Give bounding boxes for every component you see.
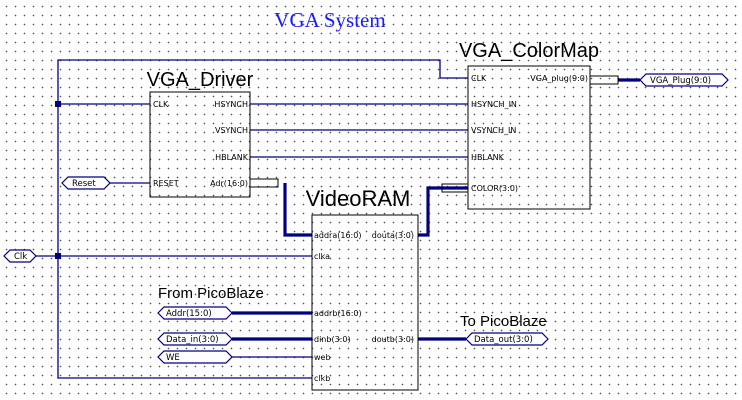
vga-plug-port-label: VGA_Plug(9:0) xyxy=(650,76,711,86)
vga-colormap-title: VGA_ColorMap xyxy=(459,40,599,62)
diagram-title: VGA System xyxy=(274,8,385,32)
videoram-pin-dinb: dinb(3:0) xyxy=(314,335,351,344)
driver-pin-vsynch: VSYNCH xyxy=(215,126,248,135)
vga-driver-title: VGA_Driver xyxy=(147,69,254,91)
driver-pin-adr: Adr(16:0) xyxy=(210,179,248,188)
videoram-title: VideoRAM xyxy=(306,186,411,211)
driver-pin-reset: RESET xyxy=(153,179,179,188)
reset-port-shape xyxy=(61,176,111,190)
clk-port-label: Clk xyxy=(14,252,27,262)
videoram-block xyxy=(311,214,419,391)
colormap-pin-vga-plug: VGA_plug(9:0) xyxy=(530,74,588,83)
data-out-port-label: Data_out(3:0) xyxy=(474,335,533,345)
color-pin-stub xyxy=(441,183,469,193)
addr-port-shape xyxy=(157,306,233,320)
videoram-pin-clkb: clkb xyxy=(314,374,330,383)
junction-clk-main xyxy=(55,253,61,259)
driver-pin-hblank: HBLANK xyxy=(215,153,249,162)
vga-plug-pin-stub xyxy=(589,75,619,85)
colormap-pin-hblank: HBLANK xyxy=(471,153,505,162)
colormap-pin-clk: CLK xyxy=(471,74,487,83)
driver-pin-clk: CLK xyxy=(153,100,169,109)
we-port-shape xyxy=(157,350,233,364)
block-outlines xyxy=(149,65,591,391)
colormap-pin-vsynch-in: VSYNCH_IN xyxy=(471,126,516,135)
driver-pin-hsynch: HSYNCH xyxy=(214,100,248,109)
vga-driver-block xyxy=(149,91,251,198)
videoram-pin-addrb: addrb(16:0) xyxy=(314,309,362,318)
junction-clk-driver xyxy=(55,101,61,107)
vga-plug-port-shape xyxy=(639,73,729,87)
we-port-label: WE xyxy=(166,353,180,363)
addr-port-label: Addr(15:0) xyxy=(166,309,212,319)
data-out-port-shape xyxy=(465,332,549,346)
videoram-pin-doutb: doutb(3:0) xyxy=(372,335,414,344)
adr-bus xyxy=(283,183,312,237)
vga-colormap-block xyxy=(467,65,591,210)
clk-wire-top xyxy=(57,59,468,256)
data-in-port-label: Data_in(3:0) xyxy=(166,335,219,345)
colormap-pin-color: COLOR(3:0) xyxy=(471,184,518,193)
clk-wire-clkb xyxy=(57,256,312,379)
io-port-shapes xyxy=(3,73,729,364)
videoram-pin-addra: addra(16:0) xyxy=(314,231,361,240)
videoram-pin-clka: clka xyxy=(314,252,330,261)
bus-wires xyxy=(232,78,640,341)
wire-junctions xyxy=(55,101,61,259)
clk-port-shape xyxy=(3,249,37,263)
colormap-pin-hsynch-in: HSYNCH_IN xyxy=(471,100,517,109)
adr-pin-stub xyxy=(249,178,279,188)
to-picoblaze-label: To PicoBlaze xyxy=(460,313,547,330)
douta-color-bus xyxy=(418,186,468,237)
reset-port-label: Reset xyxy=(72,179,96,189)
data-in-port-shape xyxy=(157,332,233,346)
videoram-pin-douta: douta(3:0) xyxy=(372,231,414,240)
bus-pin-stubs xyxy=(249,75,619,193)
from-picoblaze-label: From PicoBlaze xyxy=(158,285,264,302)
thin-wires xyxy=(35,59,468,379)
videoram-pin-web: web xyxy=(314,353,331,362)
